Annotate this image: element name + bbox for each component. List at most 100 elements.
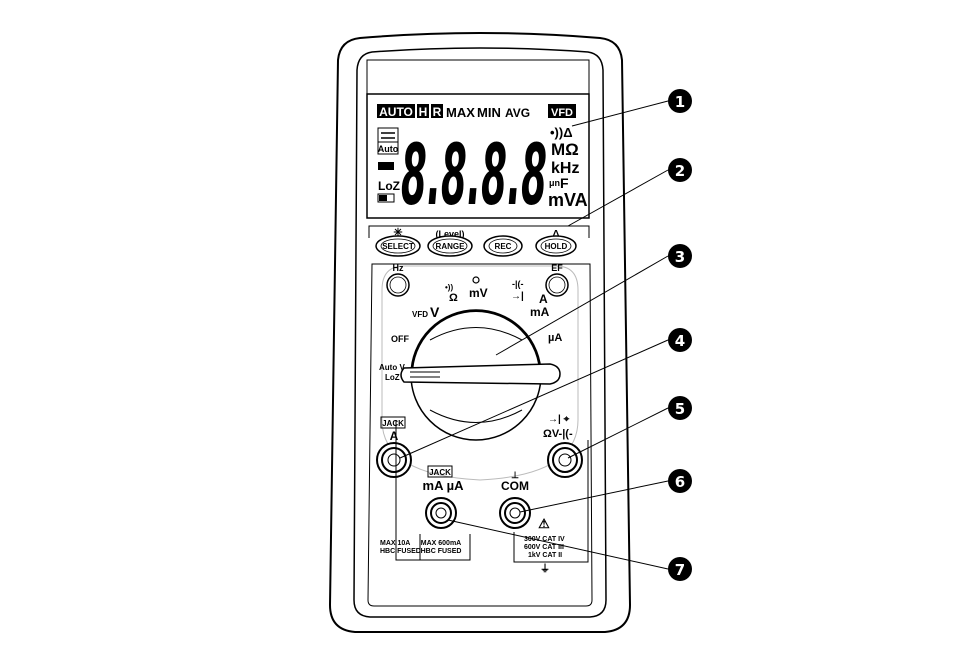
diode-label: →| [511, 291, 524, 302]
ua-range-label: µA [548, 332, 562, 344]
callout-5: 5 [668, 396, 692, 420]
range-button-label: RANGE [436, 242, 466, 251]
ground-icon: ⊥ [511, 470, 519, 480]
dial-pointer[interactable] [400, 363, 561, 385]
fuse-bracket-left [395, 420, 420, 561]
cat-rating-2: 600V CAT III [524, 544, 564, 551]
thermometer-icon [472, 276, 480, 284]
fuse-bracket-mid [419, 534, 471, 561]
vfd-v-label: V [430, 304, 440, 320]
loz-dial-label: LoZ [385, 373, 400, 382]
callout-6: 6 [668, 469, 692, 493]
main-digits: 8.8.8.8 [401, 126, 547, 224]
callout-leader-4 [399, 339, 669, 459]
hbc-fused-label-1: HBC FUSED [380, 548, 421, 555]
backlight-icon: ✳ [393, 227, 402, 239]
callout-2: 2 [668, 158, 692, 182]
vohm-symbols: →| ⌖ [548, 414, 570, 425]
ma-range-label: mA [530, 305, 550, 319]
vohm-terminal-label: ΩV-|(- [543, 428, 573, 440]
continuity-delta-unit: •))Δ [550, 125, 573, 140]
auto-indicator: AUTO [379, 105, 413, 119]
hold-button-label: HOLD [545, 242, 568, 251]
continuity-label: •)) [445, 283, 453, 292]
callout-leader-3 [495, 255, 669, 356]
callout-leader-5 [567, 407, 669, 459]
callout-1: 1 [668, 89, 692, 113]
callout-leader-1 [571, 100, 669, 127]
vfd-indicator-bg [548, 104, 576, 118]
ohm-label: Ω [449, 292, 458, 304]
ma-jack-tag-box [427, 465, 453, 478]
ef-button-label: EF [551, 263, 563, 273]
auto-v-label: Auto V [379, 363, 405, 372]
rec-button[interactable]: REC [483, 235, 523, 257]
farad-unit: F [560, 175, 569, 191]
battery-icon [377, 193, 395, 203]
minus-indicator [378, 162, 394, 170]
warning-icon: ⚠ [538, 516, 550, 531]
cat-rating-1: 300V CAT IV [524, 536, 565, 543]
callout-4-number: 4 [675, 332, 685, 350]
off-label: OFF [391, 334, 409, 344]
a-terminal-jack[interactable] [376, 442, 412, 478]
hold-button[interactable]: HOLD [535, 235, 577, 257]
callout-leader-7 [447, 519, 669, 570]
khz-unit: kHz [551, 160, 579, 177]
callout-7-number: 7 [675, 561, 685, 579]
a-terminal-label: A [390, 429, 399, 443]
ma-ua-terminal-label: mA µA [423, 478, 465, 493]
callout-leader-2 [567, 169, 669, 227]
com-terminal-label: COM [501, 479, 529, 493]
mva-unit: mVA [548, 190, 588, 210]
cat-bracket [513, 440, 589, 563]
ma-ua-jack-tag: JACK [429, 468, 451, 477]
ma-ua-terminal-jack[interactable] [425, 497, 457, 529]
callout-leader-6 [519, 480, 669, 513]
vfd-indicator: VFD [551, 107, 573, 119]
rec-button-label: REC [495, 242, 512, 251]
max-indicator: MAX [446, 105, 475, 120]
level-label: (Level) [435, 229, 464, 239]
lower-panel [367, 263, 593, 607]
callout-7: 7 [668, 557, 692, 581]
vfd-tag-label: VFD [412, 310, 428, 319]
hold-indicator: H [419, 105, 428, 119]
select-button-label: SELECT [382, 242, 414, 251]
vohm-terminal-jack[interactable] [547, 442, 583, 478]
earth-ground-icon: ⏚ [540, 563, 550, 575]
auto-small-indicator: Auto [378, 144, 399, 154]
megaohm-unit: MΩ [551, 140, 579, 159]
a-range-label: A [539, 292, 548, 306]
callout-1-number: 1 [675, 93, 685, 111]
rel-delta-symbol: Δ [552, 229, 559, 240]
min-indicator: MIN [477, 105, 501, 120]
callout-2-number: 2 [675, 162, 685, 180]
com-terminal-jack[interactable] [499, 497, 531, 529]
loz-indicator: LoZ [378, 179, 400, 193]
nf-prefix-unit: μn [549, 178, 560, 188]
mv-label: mV [469, 286, 488, 300]
callout-6-number: 6 [675, 473, 685, 491]
capacitance-label: -|(- [512, 279, 524, 289]
auto-indicator-bg [377, 104, 415, 118]
avg-indicator: AVG [505, 106, 530, 120]
max-600ma-label: MAX 600mA [421, 540, 461, 547]
a-jack-tag: JACK [382, 419, 404, 428]
hz-button-label: Hz [393, 263, 404, 273]
button-strip-bracket [368, 225, 590, 238]
callout-3-number: 3 [675, 248, 685, 266]
ef-button[interactable] [545, 273, 569, 297]
callout-3: 3 [668, 244, 692, 268]
hold-indicator-bg [417, 104, 429, 118]
select-button[interactable]: SELECT [375, 235, 421, 257]
rel-indicator-bg [431, 104, 443, 118]
cat-rating-3: 1kV CAT II [528, 552, 562, 559]
max-10a-label: MAX 10A [380, 540, 410, 547]
a-jack-tag-box [380, 416, 406, 429]
hz-button[interactable] [386, 273, 410, 297]
hbc-fused-label-2: HBC FUSED [421, 548, 462, 555]
callout-4: 4 [668, 328, 692, 352]
range-button[interactable]: RANGE [427, 235, 473, 257]
